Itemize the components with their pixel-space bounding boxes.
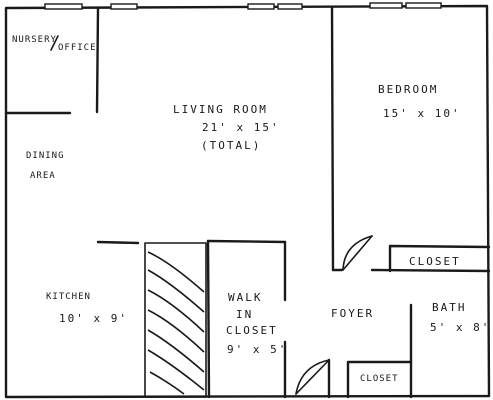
window-2 bbox=[110, 3, 138, 10]
walkin-label-1: WALK bbox=[228, 291, 263, 304]
bedroom-wall-bottom-right bbox=[370, 268, 491, 273]
bedroom-closet bbox=[388, 244, 491, 273]
entry-door-swing bbox=[295, 359, 330, 395]
living-room-name: LIVING ROOM bbox=[173, 103, 268, 116]
window-6 bbox=[405, 2, 442, 9]
window-3 bbox=[247, 3, 275, 10]
dining-label-2: AREA bbox=[30, 171, 56, 181]
bedroom-name: BEDROOM bbox=[378, 83, 439, 96]
bedroom-door bbox=[342, 235, 373, 271]
nursery-label-2: OFFICE bbox=[58, 43, 97, 53]
bedroom-door-swing bbox=[342, 235, 373, 271]
window-5 bbox=[369, 2, 403, 9]
walkin-label-2: IN bbox=[236, 308, 254, 321]
bedroom-dims: 15' x 10' bbox=[383, 107, 461, 120]
bath-name: BATH bbox=[432, 301, 467, 314]
bath-dims: 5' x 8' bbox=[430, 321, 491, 334]
window-1 bbox=[44, 3, 83, 10]
kitchen-name: KITCHEN bbox=[46, 292, 91, 302]
bedroom-wall-left bbox=[330, 5, 335, 272]
dining-label-1: DINING bbox=[26, 151, 65, 161]
entry-door bbox=[295, 359, 330, 395]
walkin-wall-top bbox=[206, 239, 287, 244]
walkin-wall-left bbox=[206, 239, 211, 399]
living-room-note: (TOTAL) bbox=[201, 139, 262, 152]
nursery-wall-right bbox=[95, 6, 100, 114]
walkin-label-3: CLOSET bbox=[226, 324, 278, 337]
cabinet-block bbox=[144, 242, 207, 398]
window-4 bbox=[277, 3, 303, 10]
bedroom-closet-label: CLOSET bbox=[409, 255, 461, 268]
foyer-closet-label: CLOSET bbox=[360, 374, 399, 384]
kitchen-wall-top bbox=[96, 240, 140, 245]
cabinet-hatch bbox=[147, 251, 205, 395]
living-room-dims: 21' x 15' bbox=[202, 121, 280, 134]
foyer-closet bbox=[346, 360, 413, 399]
walkin-dims: 9' x 5' bbox=[227, 343, 288, 356]
outer-wall bbox=[4, 4, 491, 399]
nursery-label-1: NURSERY bbox=[12, 35, 57, 45]
kitchen-dims: 10' x 9' bbox=[59, 312, 128, 325]
foyer-label: FOYER bbox=[331, 307, 375, 320]
